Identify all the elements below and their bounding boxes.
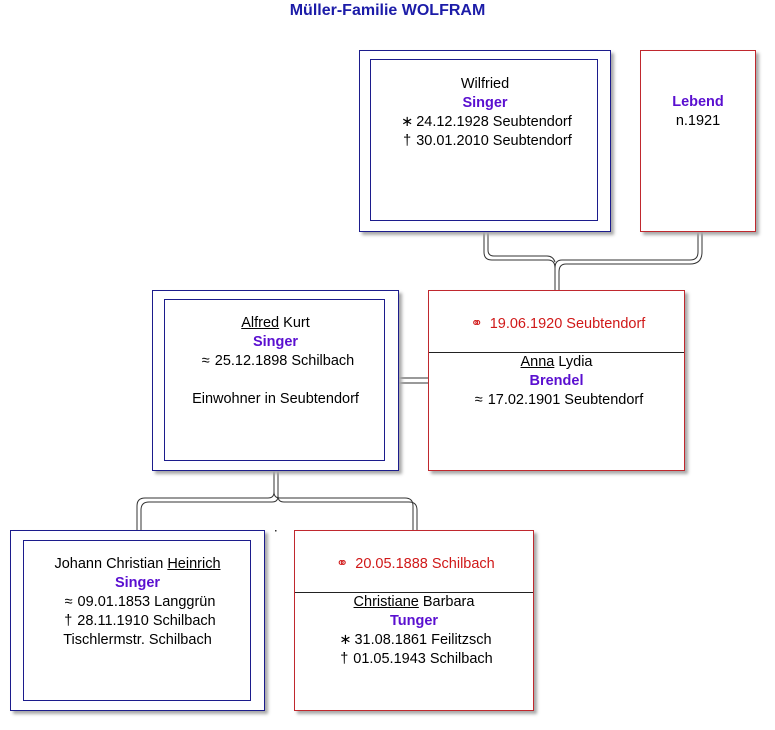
marriage-date: 20.05.1888 Schilbach [355, 556, 495, 572]
chart-title: Müller-Familie WOLFRAM [289, 2, 486, 19]
surname: Singer [252, 334, 299, 350]
surname: Singer [462, 95, 508, 111]
birth-date: 31.08.1861 Feilitzsch [354, 632, 492, 648]
person-box-alfred[interactable]: Alfred Kurt Singer ≈25.12.1898 Schilbach… [152, 290, 399, 471]
marriage-icon: ⚭ [336, 556, 349, 572]
occupation-note: Tischlermstr. Schilbach [63, 632, 212, 648]
person-box-heinrich[interactable]: Johann Christian Heinrich Singer ≈09.01.… [10, 530, 265, 711]
surname: Tunger [389, 613, 439, 629]
death-date: 30.01.2010 Seubtendorf [416, 133, 572, 149]
living-label: Lebend [672, 94, 724, 110]
birth-icon: ∗ [339, 632, 352, 648]
baptism-icon: ≈ [474, 392, 483, 408]
baptism-date: 25.12.1898 Schilbach [214, 353, 355, 369]
marriage-icon: ⚭ [470, 316, 483, 332]
death-icon: † [403, 133, 412, 149]
given-name: Kurt [283, 315, 310, 331]
baptism-date: 09.01.1853 Langgrün [77, 594, 216, 610]
person-box-anna[interactable]: ⚭ 19.06.1920 Seubtendorf Anna Lydia Bren… [428, 290, 685, 471]
divider [295, 592, 533, 593]
marriage-date: 19.06.1920 Seubtendorf [489, 316, 646, 332]
person-box-living[interactable]: Lebend n.1921 [640, 50, 756, 232]
call-name: Anna [520, 354, 555, 370]
death-icon: † [64, 613, 73, 629]
call-name: Heinrich [167, 556, 221, 572]
birth-date: 24.12.1928 Seubtendorf [416, 114, 572, 130]
death-date: 01.05.1943 Schilbach [353, 651, 493, 667]
given-name: Barbara [422, 594, 475, 610]
living-note: n.1921 [675, 113, 721, 129]
call-name: Christiane [353, 594, 419, 610]
death-date: 28.11.1910 Schilbach [77, 613, 216, 629]
baptism-date: 17.02.1901 Seubtendorf [487, 392, 644, 408]
death-icon: † [340, 651, 349, 667]
given-name: Lydia [558, 354, 593, 370]
person-box-wilfried[interactable]: Wilfried Singer ∗24.12.1928 Seubtendorf … [359, 50, 611, 232]
given-name: Johann Christian [54, 556, 164, 572]
call-name: Alfred [241, 315, 280, 331]
residence-note: Einwohner in Seubtendorf [192, 391, 359, 407]
surname: Singer [114, 575, 161, 591]
person-box-christiane[interactable]: ⚭ 20.05.1888 Schilbach Christiane Barbar… [294, 530, 534, 711]
divider [429, 352, 684, 353]
baptism-icon: ≈ [64, 594, 73, 610]
birth-icon: ∗ [401, 114, 414, 130]
surname: Brendel [529, 373, 584, 389]
baptism-icon: ≈ [201, 353, 210, 369]
given-name: Wilfried [460, 76, 510, 92]
